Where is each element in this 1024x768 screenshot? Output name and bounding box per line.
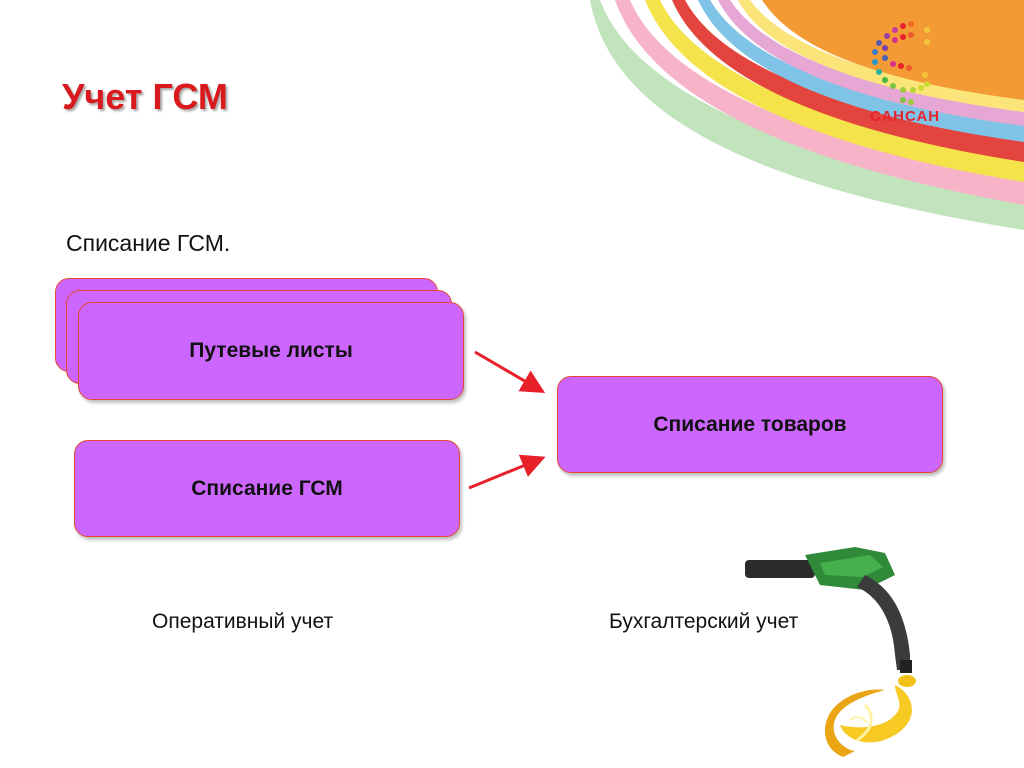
logo-dots-icon — [872, 21, 930, 105]
waybills-box: Путевые листы — [78, 302, 464, 400]
arrow-waybills-to-goods — [474, 350, 546, 394]
waybills-box-label: Путевые листы — [189, 339, 353, 362]
arrow-fuel-to-goods — [468, 454, 546, 490]
slide-title: Учет ГСМ — [62, 76, 228, 117]
financial-accounting-label: Бухгалтерский учет — [609, 610, 799, 633]
slide-subtitle: Списание ГСМ. — [66, 230, 231, 256]
corner-swoosh-decoration — [590, 0, 1024, 230]
fuel-writeoff-box: Списание ГСМ — [74, 440, 460, 537]
sansan-logo: САНСАН — [855, 18, 955, 133]
goods-writeoff-box: Списание товаров — [557, 376, 943, 473]
goods-writeoff-box-label: Списание товаров — [653, 412, 847, 436]
fuel-nozzle-icon — [745, 547, 916, 757]
logo-text: САНСАН — [869, 108, 941, 125]
operational-accounting-label: Оперативный учет — [152, 610, 334, 633]
fuel-writeoff-box-label: Списание ГСМ — [191, 476, 343, 500]
